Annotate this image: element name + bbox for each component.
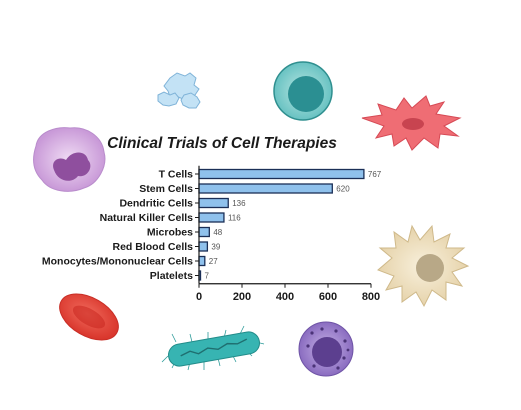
bar-dendritic-cells — [198, 197, 229, 209]
platelets-icon — [157, 72, 201, 109]
value-label-monocytes-mononuclear-cells: 27 — [209, 257, 218, 266]
category-label-platelets: Platelets — [150, 270, 193, 282]
category-label-dendritic-cells: Dendritic Cells — [119, 198, 193, 210]
x-tick-label-0: 0 — [196, 291, 202, 303]
x-tick-label-800: 800 — [362, 291, 380, 303]
lymphocyte-icon — [273, 61, 333, 121]
value-label-platelets: 7 — [205, 272, 210, 281]
category-label-natural-killer-cells: Natural Killer Cells — [100, 212, 194, 224]
chart-title: Clinical Trials of Cell Therapies — [107, 135, 337, 152]
value-label-natural-killer-cells: 116 — [228, 214, 241, 223]
x-tick-label-600: 600 — [319, 291, 337, 303]
category-label-microbes: Microbes — [147, 227, 193, 239]
neutrophil-icon — [33, 127, 106, 192]
value-label-red-blood-cells: 39 — [211, 243, 220, 252]
value-label-dendritic-cells: 136 — [232, 199, 246, 208]
macrophage-icon — [377, 224, 470, 308]
value-label-t-cells: 767 — [368, 170, 382, 179]
x-tick-label-200: 200 — [233, 291, 251, 303]
category-label-red-blood-cells: Red Blood Cells — [112, 241, 193, 253]
x-tick-label-400: 400 — [276, 291, 294, 303]
category-label-t-cells: T Cells — [159, 169, 194, 181]
x-axis: 0 200 400 600 800 — [195, 165, 380, 303]
bar-t-cells — [198, 168, 365, 180]
value-labels: 767 620 136 116 48 39 27 7 — [205, 170, 382, 281]
bar-natural-killer-cells — [198, 212, 225, 223]
bar-stem-cells — [198, 183, 333, 194]
category-label-stem-cells: Stem Cells — [139, 183, 193, 195]
red-blood-cell-icon — [59, 293, 119, 341]
value-label-microbes: 48 — [213, 228, 222, 237]
bacterium-icon — [161, 325, 265, 371]
category-label-monocytes-mononuclear-cells: Monocytes/Mononuclear Cells — [42, 256, 193, 268]
bar-chart: Clinical Trials of Cell Therapies T Cell… — [42, 135, 382, 303]
value-label-stem-cells: 620 — [336, 185, 350, 194]
bar-microbes — [198, 226, 210, 238]
mast-cell-icon — [298, 321, 354, 377]
dendritic-cell-icon — [361, 95, 462, 151]
bar-red-blood-cells — [198, 241, 209, 252]
bar-monocytes-mononuclear-cells — [198, 255, 206, 267]
